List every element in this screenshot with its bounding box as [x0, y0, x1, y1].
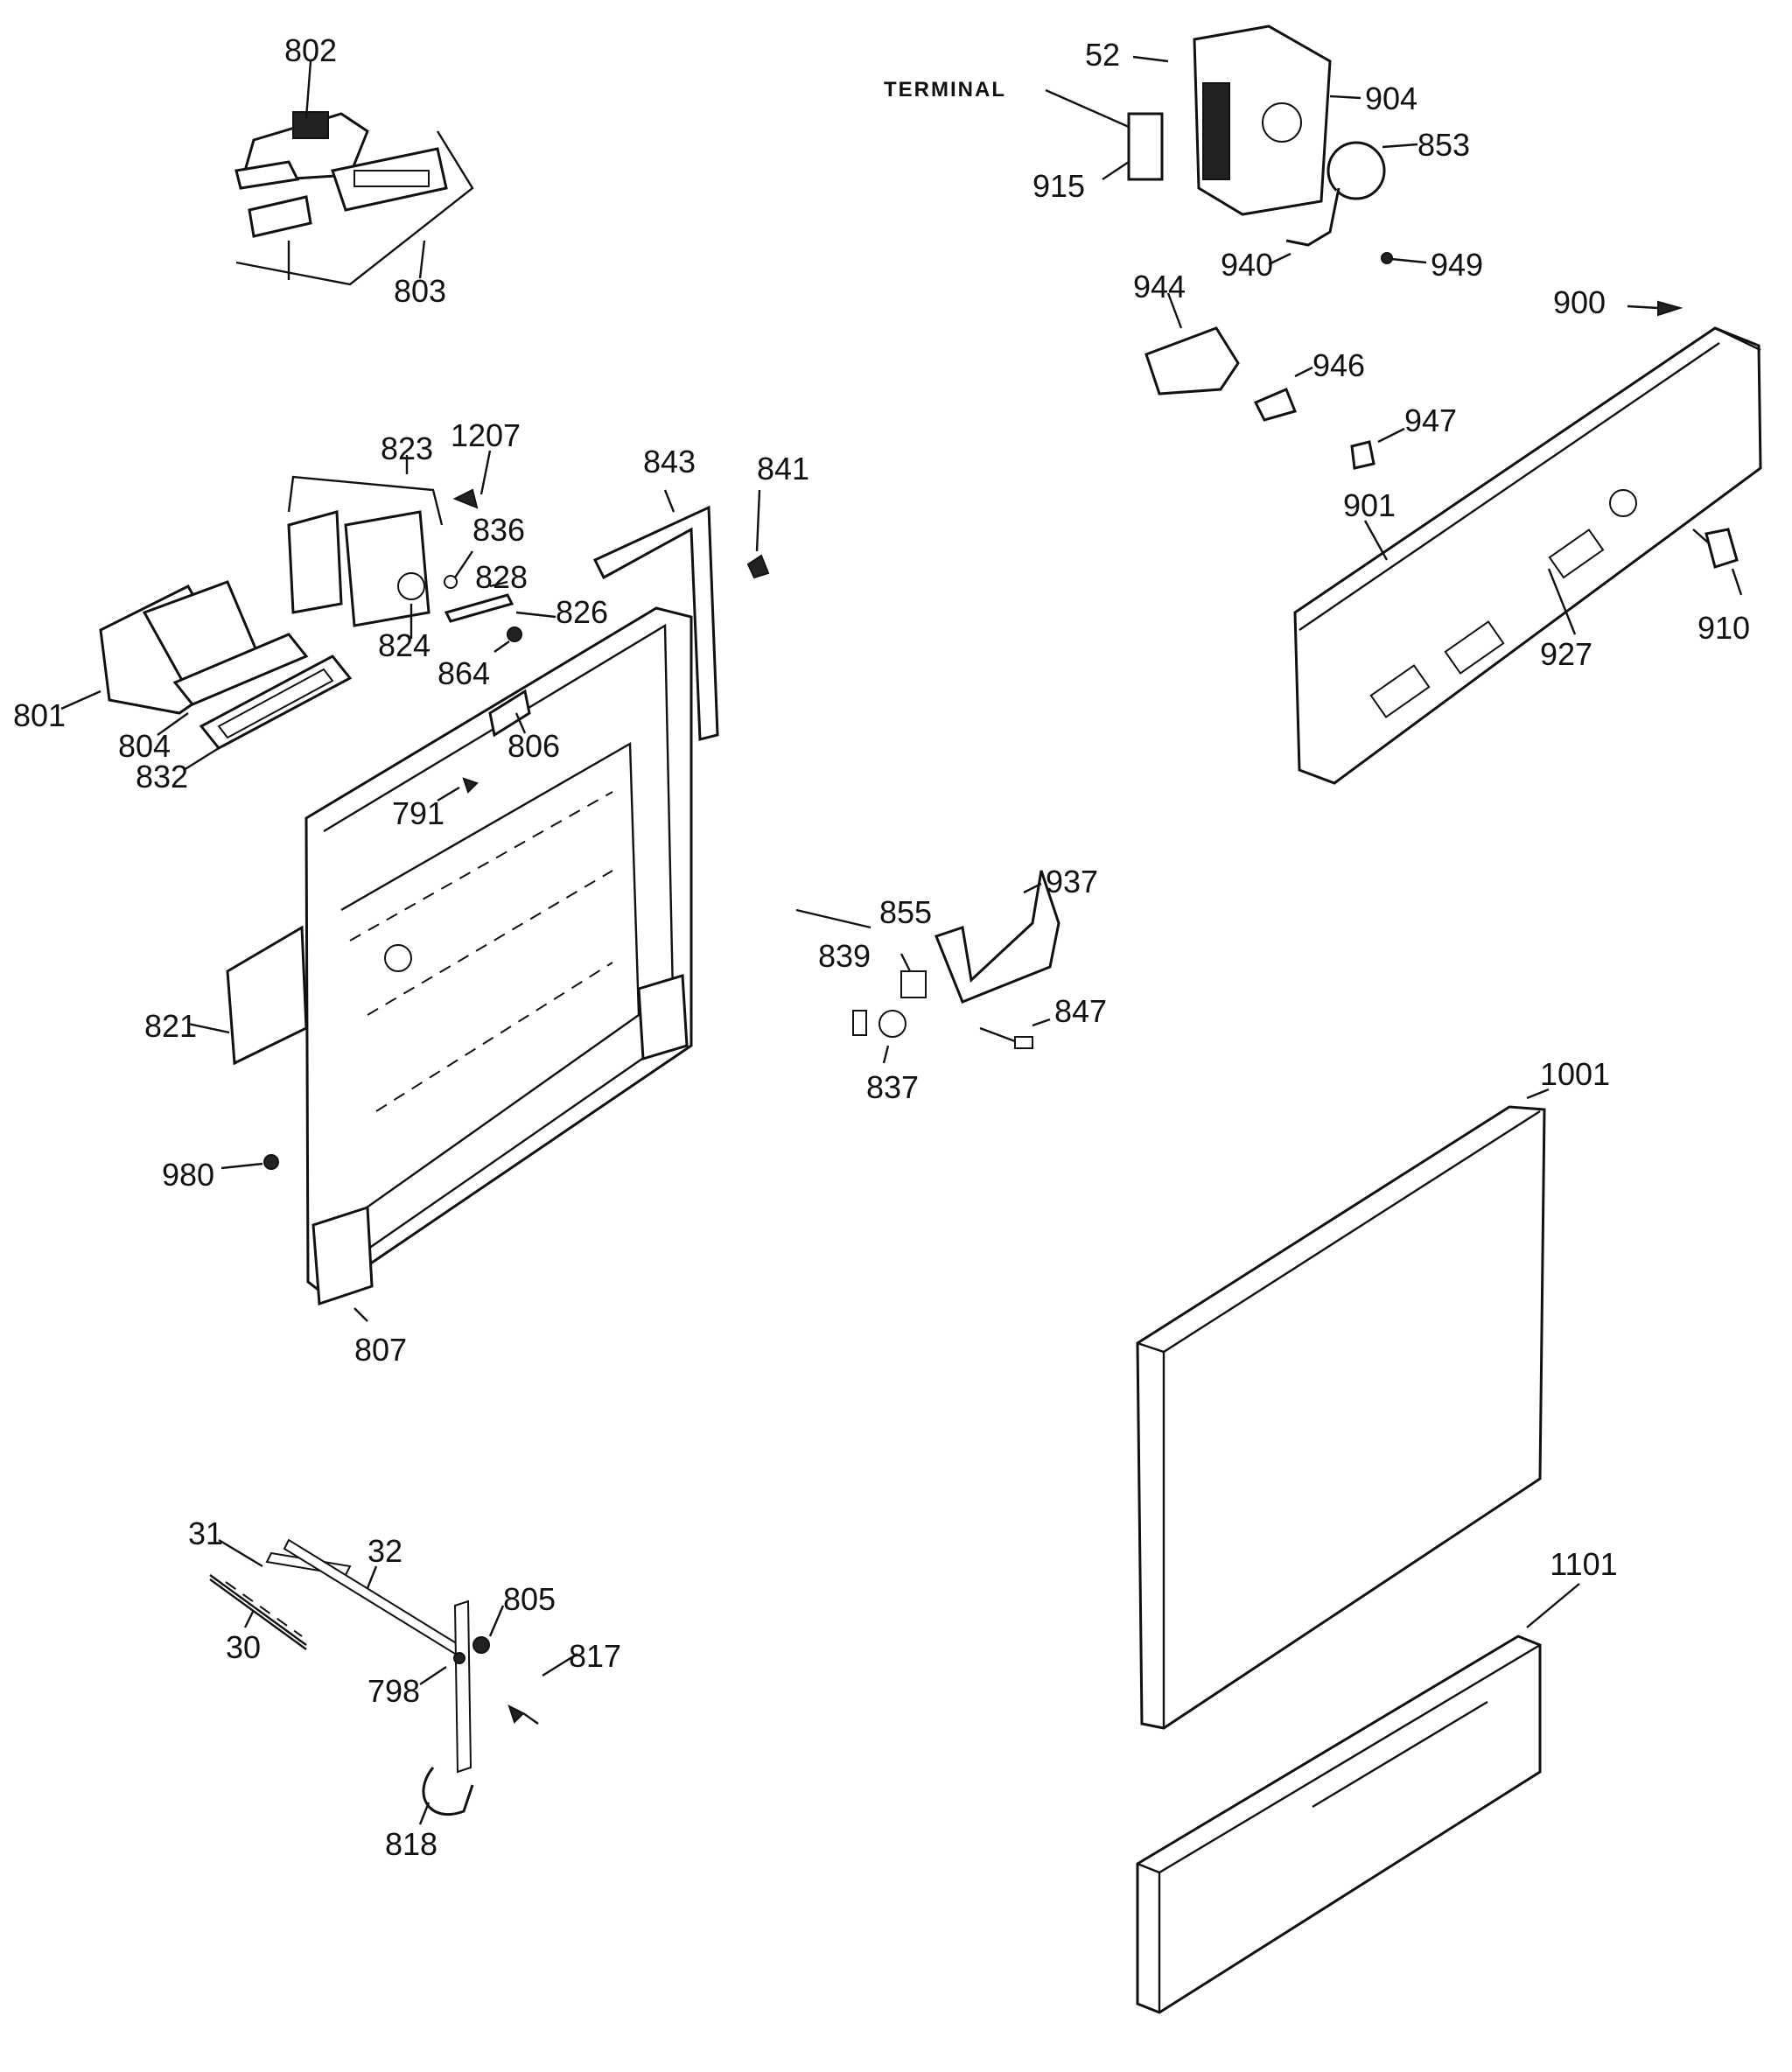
hinge-parts [795, 870, 1060, 1064]
label-847: 847 [1054, 993, 1107, 1029]
timer-assembly [1045, 24, 1427, 470]
label-1207: 1207 [451, 417, 521, 453]
door-gasket [592, 489, 770, 741]
label-31: 31 [188, 1516, 223, 1551]
label-980: 980 [162, 1157, 214, 1193]
label-946: 946 [1312, 347, 1365, 383]
label-807: 807 [354, 1332, 407, 1368]
label-804: 804 [118, 728, 171, 764]
label-798: 798 [368, 1673, 420, 1709]
kick-panel [1136, 1583, 1580, 2014]
label-30: 30 [226, 1629, 261, 1665]
label-32: 32 [368, 1533, 402, 1569]
label-837: 837 [866, 1069, 919, 1105]
label-1101: 1101 [1550, 1546, 1617, 1582]
label-855: 855 [879, 894, 932, 930]
label-901: 901 [1343, 487, 1396, 523]
label-949: 949 [1431, 247, 1483, 283]
label-937: 937 [1046, 864, 1098, 900]
label-910: 910 [1698, 610, 1750, 646]
door-spring-link [209, 1538, 578, 1825]
label-927: 927 [1540, 636, 1592, 672]
label-828: 828 [475, 559, 528, 595]
label-806: 806 [508, 728, 560, 764]
label-940: 940 [1221, 247, 1273, 283]
label-52: 52 [1085, 37, 1120, 73]
label-1001: 1001 [1540, 1056, 1610, 1092]
label-841: 841 [757, 451, 809, 486]
label-864: 864 [438, 655, 490, 691]
inner-door-panel [187, 606, 693, 1322]
label-944: 944 [1133, 269, 1186, 304]
label-821: 821 [144, 1008, 197, 1044]
outer-door-panel [1136, 1088, 1550, 1730]
label-900: 900 [1553, 284, 1606, 320]
label-904: 904 [1365, 80, 1418, 116]
label-915: 915 [1032, 168, 1085, 204]
callout-labels: 802 803 52 TERMINAL 904 915 853 940 949 … [13, 32, 1750, 1862]
label-823: 823 [381, 430, 433, 466]
label-853: 853 [1418, 127, 1470, 163]
label-826: 826 [556, 594, 608, 630]
label-817: 817 [569, 1638, 621, 1674]
label-836: 836 [472, 512, 525, 548]
label-791: 791 [392, 795, 444, 831]
label-terminal: TERMINAL [884, 78, 1006, 102]
label-824: 824 [378, 627, 430, 663]
control-panel [1293, 300, 1762, 785]
label-801: 801 [13, 697, 66, 733]
label-802: 802 [284, 32, 337, 68]
label-947: 947 [1404, 402, 1457, 438]
label-805: 805 [503, 1581, 556, 1617]
label-818: 818 [385, 1826, 438, 1862]
dispenser-motor [287, 450, 556, 653]
detergent-dispenser [60, 580, 353, 772]
latch-assembly [234, 60, 474, 286]
label-839: 839 [818, 938, 871, 974]
label-832: 832 [136, 759, 188, 794]
label-843: 843 [643, 444, 696, 480]
label-803: 803 [394, 273, 446, 309]
